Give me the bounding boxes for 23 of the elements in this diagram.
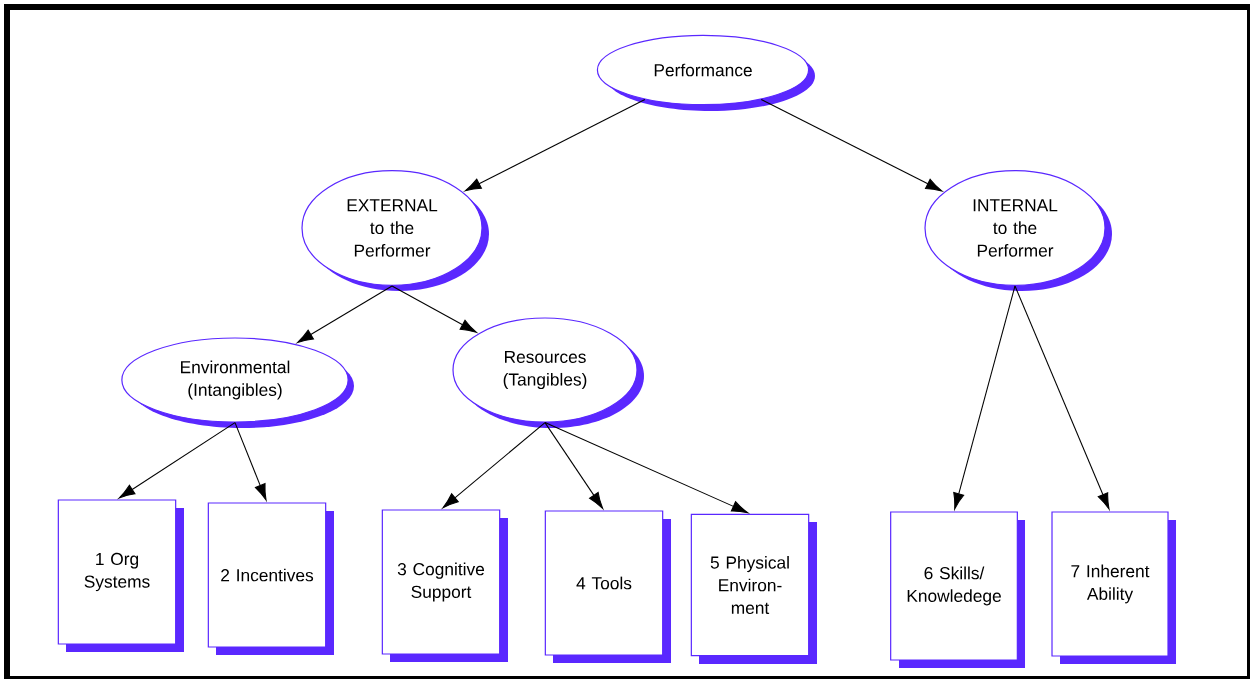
box-node: 5 Physical Environ-ment — [690, 513, 817, 664]
box-node: 3 Cognitive Support — [381, 509, 508, 662]
arrow — [464, 99, 646, 192]
box-node: 7 Inherent Ability — [1051, 511, 1176, 664]
box-node: 4 Tools — [544, 510, 671, 663]
ellipse-node: INTERNAL to the Performer — [924, 170, 1112, 291]
arrow — [544, 422, 749, 514]
box-node: 1 Org Systems — [57, 499, 184, 652]
arrow — [234, 422, 267, 501]
box-node: 6 Skills/ Knowledege — [890, 511, 1025, 668]
box-node: 2 Incentives — [207, 502, 334, 655]
arrow — [442, 422, 546, 509]
ellipse-node: Performance — [596, 34, 815, 111]
ellipse-node: Environmental (Intangibles) — [121, 337, 354, 428]
arrow — [391, 285, 477, 333]
arrow — [953, 285, 1016, 510]
ellipse-node: EXTERNAL to the Performer — [301, 170, 489, 291]
arrow — [1014, 285, 1110, 510]
arrow — [760, 98, 943, 192]
arrow — [118, 422, 236, 499]
ellipse-node: Resources (Tangibles) — [452, 317, 644, 428]
arrow — [544, 422, 604, 509]
arrow — [296, 285, 393, 344]
